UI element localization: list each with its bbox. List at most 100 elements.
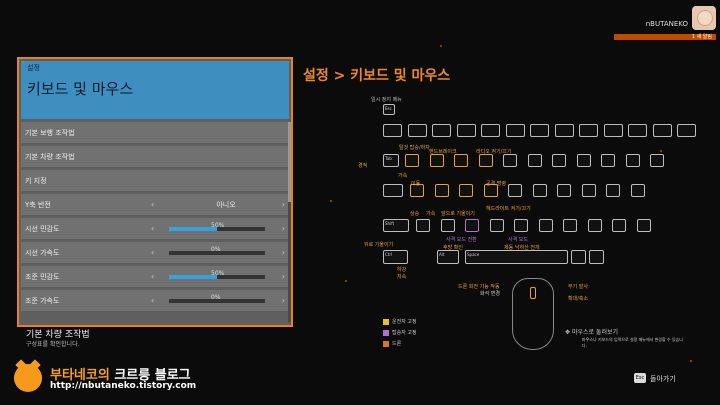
chevron-left-icon[interactable]: ‹ — [151, 200, 155, 209]
keyboard-key — [603, 124, 623, 137]
keyboard-key — [532, 184, 547, 197]
keyboard-key — [483, 184, 498, 197]
keyboard-key — [405, 154, 419, 167]
keyboard-key — [554, 124, 574, 137]
keyboard-key — [481, 124, 500, 137]
keyboard-key — [636, 219, 651, 232]
row-key-binding[interactable]: 키 지정 — [21, 170, 289, 191]
keyboard-key — [459, 184, 473, 197]
key-esc: Esc — [383, 104, 395, 115]
keyboard-key — [440, 219, 455, 232]
chevron-right-icon[interactable]: › — [281, 200, 285, 209]
label-horn: 경적 — [358, 163, 368, 169]
label-board: 탈것 탑승/하차 — [399, 145, 430, 151]
keyboard-key — [552, 154, 566, 167]
row-label: 키 지정 — [25, 176, 47, 185]
key-space: Space — [465, 250, 568, 264]
chevron-left-icon[interactable]: ‹ — [151, 248, 155, 257]
label-pause-menu: 일시 정지 메뉴 — [371, 97, 402, 103]
blog-logo-icon — [14, 359, 42, 392]
chevron-right-icon[interactable]: › — [281, 224, 285, 233]
row-label: 기본 보행 조작법 — [25, 128, 75, 137]
label-brake: 저속 — [397, 274, 407, 280]
row-basic-vehicle[interactable]: 기본 차량 조작법 — [21, 146, 289, 167]
profile-area[interactable]: nBUTANEKO — [646, 6, 716, 30]
row-look-acceleration[interactable]: 시선 가속도 ‹ 0% › — [21, 242, 289, 263]
keyboard-key — [527, 154, 542, 167]
esc-key-icon[interactable]: Esc — [634, 373, 646, 383]
keyboard-key — [530, 124, 549, 137]
key-shift: Shift — [383, 219, 409, 232]
key-alt: Alt — [437, 250, 459, 264]
label-acceleration: 가속 — [398, 173, 408, 179]
label-parachute: 낙하산 전개 — [515, 245, 540, 251]
label-radio: 라디오 켜기/끄기 — [476, 149, 512, 155]
legend-driver: 운전자 고정 — [383, 318, 417, 325]
chevron-right-icon[interactable]: › — [281, 296, 285, 305]
profile-name: nBUTANEKO — [645, 20, 688, 28]
key-tab: Tab — [383, 154, 399, 167]
keyboard-key — [434, 184, 449, 197]
slider[interactable] — [169, 227, 265, 231]
keyboard-key — [538, 219, 553, 232]
keyboard-key — [508, 184, 522, 197]
chevron-right-icon[interactable]: › — [281, 272, 285, 281]
label-fire-weapon: 무기 발사 — [568, 284, 588, 290]
label-lean-back: 뒤로 기울이기 — [364, 242, 394, 248]
keyboard-key — [505, 124, 525, 137]
slider-value: 0% — [211, 246, 221, 253]
label-accelerate: 가속 — [426, 211, 436, 217]
keyboard-key — [432, 124, 451, 137]
row-label: 조준 민감도 — [25, 272, 60, 281]
row-aim-acceleration[interactable]: 조준 가속도 ‹ 0% › — [21, 290, 289, 311]
slider[interactable] — [169, 275, 265, 279]
slider-value: 50% — [211, 222, 225, 229]
keyboard-key — [429, 154, 444, 167]
keyboard-key — [489, 219, 504, 232]
keyboard-key — [625, 154, 640, 167]
label-headlights: 헤드라이트 켜기/끄기 — [486, 206, 531, 212]
label-move: 이동 — [411, 181, 421, 187]
legend-label: 드론 — [392, 341, 402, 347]
label-look-mouse: ✥ 마우스로 둘러보기 — [565, 329, 619, 336]
label-zoom: 확대/축소 — [568, 296, 589, 302]
keyboard-key — [478, 154, 493, 167]
blog-url: http://nbutaneko.tistory.com — [50, 381, 197, 391]
label-drone: 드론 회전 기능 작동 — [458, 284, 500, 290]
look-mouse-text: 마우스로 둘러보기 — [571, 329, 619, 336]
slider[interactable] — [169, 299, 265, 303]
legend-swatch — [383, 329, 389, 336]
keyboard-key — [383, 124, 402, 137]
label-precision: 사격 모드 — [508, 237, 528, 243]
legend-label: 탑승자 고정 — [392, 330, 417, 336]
notification-badge[interactable]: 1 새 알림 — [614, 34, 716, 40]
keyboard-key — [628, 124, 647, 137]
chevron-left-icon[interactable]: ‹ — [151, 224, 155, 233]
label-descend: 하강 — [397, 267, 407, 273]
keyboard-key — [407, 124, 427, 137]
settings-panel: 설정 키보드 및 마우스 기본 보행 조작법 기본 차량 조작법 키 지정 Y축… — [17, 57, 293, 327]
back-button[interactable]: 돌아가기 — [650, 375, 676, 383]
row-aim-sensitivity[interactable]: 조준 민감도 ‹ 50% › — [21, 266, 289, 287]
legend-passenger: 탑승자 고정 — [383, 329, 417, 336]
slider[interactable] — [169, 251, 265, 255]
mouse-diagram — [512, 278, 554, 350]
label-handbrake: 핸드브레이크 — [429, 149, 457, 155]
row-label: 조준 가속도 — [25, 296, 60, 305]
row-look-sensitivity[interactable]: 시선 민감도 ‹ 50% › — [21, 218, 289, 239]
chevron-left-icon[interactable]: ‹ — [151, 272, 155, 281]
description-title: 기본 차량 조작법 — [26, 330, 90, 340]
keyboard-key — [563, 219, 577, 232]
chevron-right-icon[interactable]: › — [281, 248, 285, 257]
avatar[interactable] — [692, 6, 716, 30]
keyboard-key — [576, 154, 591, 167]
keyboard-key — [587, 219, 602, 232]
keyboard-key — [571, 250, 586, 264]
chevron-left-icon[interactable]: ‹ — [151, 296, 155, 305]
row-basic-walk[interactable]: 기본 보행 조작법 — [21, 122, 289, 143]
scrollbar[interactable] — [288, 122, 291, 322]
row-invert-y[interactable]: Y축 반전 ‹ 아니오 › — [21, 194, 289, 215]
label-slow-mode: 사격 모드 전환 — [446, 237, 477, 243]
breadcrumb[interactable]: 설정 — [27, 64, 40, 72]
legend-swatch — [383, 318, 389, 325]
